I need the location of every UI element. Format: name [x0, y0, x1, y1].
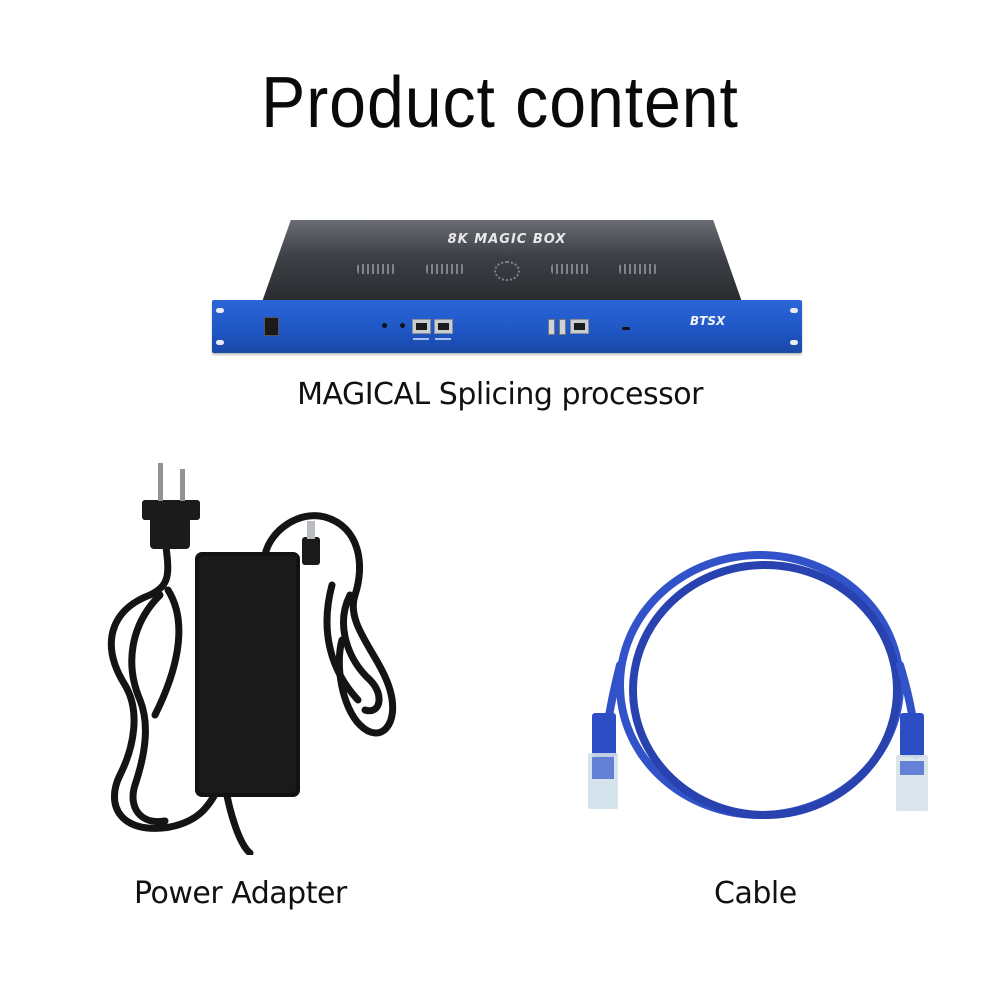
ethernet-port-icon — [412, 319, 431, 334]
port-label — [413, 338, 429, 340]
power-adapter-image — [80, 455, 440, 857]
page-title: Product content — [261, 63, 739, 143]
reset-button-icon — [400, 323, 405, 328]
usb-port-icon — [559, 319, 566, 335]
ring-icon — [494, 261, 520, 281]
device-decorative-icons — [357, 261, 657, 281]
honeycomb-icon — [425, 264, 464, 274]
device-front-panel: BTSX — [212, 300, 802, 353]
audio-jack-icon — [382, 323, 387, 328]
product-caption-cable: Cable — [714, 876, 797, 911]
usb-c-port-icon — [622, 327, 630, 330]
rack-ear-hole — [216, 340, 224, 345]
device-label: 8K MAGIC BOX — [447, 232, 567, 247]
rack-ear-hole — [790, 308, 798, 313]
port-label — [435, 338, 451, 340]
product-caption-processor: MAGICAL Splicing processor — [297, 377, 703, 412]
rack-ear-hole — [216, 308, 224, 313]
honeycomb-icon — [357, 264, 395, 274]
grid-icon — [550, 264, 589, 274]
ethernet-port-icon — [570, 319, 589, 334]
network-cable-icon — [588, 551, 928, 819]
brand-logo: BTSX — [690, 314, 726, 328]
power-adapter-icon — [107, 463, 397, 857]
product-caption-power-adapter: Power Adapter — [134, 876, 347, 911]
honeycomb-icon — [619, 264, 657, 274]
splicing-processor-image: 8K MAGIC BOX BTSX — [212, 220, 802, 355]
usb-port-icon — [548, 319, 555, 335]
rack-ear-hole — [790, 340, 798, 345]
network-cable-image — [560, 535, 960, 845]
ethernet-port-icon — [434, 319, 453, 334]
power-switch-icon — [264, 317, 279, 336]
